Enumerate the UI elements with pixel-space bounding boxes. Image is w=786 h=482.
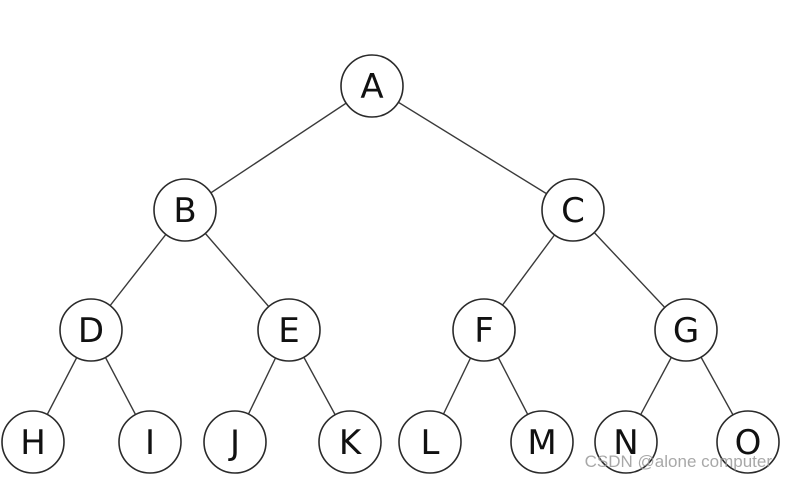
node-label: F (474, 311, 494, 351)
tree-nodes: A B C D E F G H I J K L M N O (1, 54, 780, 474)
node-circle (59, 298, 123, 362)
node-label: L (421, 423, 440, 463)
node-label: I (145, 423, 155, 463)
tree-node-a: A (340, 54, 404, 118)
node-label: O (735, 423, 762, 463)
node-label: J (228, 423, 240, 463)
node-label: D (78, 311, 104, 351)
node-label: G (673, 311, 699, 351)
node-circle (541, 178, 605, 242)
node-circle (716, 410, 780, 474)
node-label: K (339, 423, 363, 463)
edge-a-c (371, 85, 574, 211)
node-label: M (527, 423, 556, 463)
node-circle (654, 298, 718, 362)
tree-node-e: E (257, 298, 321, 362)
node-label: C (561, 191, 585, 231)
tree-node-j: J (203, 410, 267, 474)
tree-node-d: D (59, 298, 123, 362)
tree-node-o: O (716, 410, 780, 474)
node-label: E (278, 311, 299, 351)
node-circle (318, 410, 382, 474)
tree-node-h: H (1, 410, 65, 474)
node-circle (510, 410, 574, 474)
tree-node-n: N (594, 410, 658, 474)
edge-a-b (184, 85, 373, 211)
tree-node-i: I (118, 410, 182, 474)
node-label: N (613, 423, 638, 463)
tree-node-c: C (541, 178, 605, 242)
node-circle (594, 410, 658, 474)
node-circle (153, 178, 217, 242)
node-circle (118, 410, 182, 474)
watermark-text: CSDN @alone computer (584, 452, 772, 471)
node-circle (1, 410, 65, 474)
node-circle (203, 410, 267, 474)
tree-node-l: L (398, 410, 462, 474)
tree-node-f: F (452, 298, 516, 362)
tree-node-k: K (318, 410, 382, 474)
node-label: B (173, 191, 196, 231)
node-circle (398, 410, 462, 474)
tree-edges (32, 85, 749, 443)
node-label: A (360, 67, 383, 107)
tree-node-g: G (654, 298, 718, 362)
node-circle (340, 54, 404, 118)
tree-node-b: B (153, 178, 217, 242)
tree-node-m: M (510, 410, 574, 474)
node-circle (452, 298, 516, 362)
node-label: H (20, 423, 46, 463)
node-circle (257, 298, 321, 362)
